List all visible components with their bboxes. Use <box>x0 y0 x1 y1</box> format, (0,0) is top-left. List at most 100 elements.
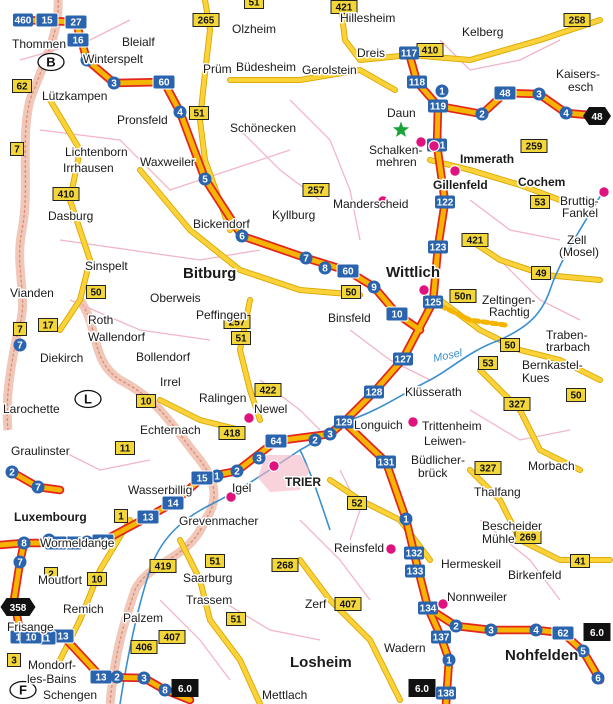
shield-shape <box>149 559 177 573</box>
poi-marker[interactable] <box>377 195 389 207</box>
shield-number: 13 <box>142 513 154 524</box>
shield-number: 128 <box>366 388 383 399</box>
motorway-shield: 15 <box>35 12 59 28</box>
shield-shape <box>347 496 367 510</box>
poi-marker[interactable] <box>437 598 449 610</box>
place-label: Schengen <box>43 688 97 702</box>
federal-road-shield: 2 <box>44 567 58 581</box>
motorway-shield: 7 <box>31 480 45 494</box>
shield-shape <box>198 172 212 186</box>
shield-shape <box>210 469 224 483</box>
federal-road-shield: 52 <box>347 496 367 510</box>
poi-marker[interactable] <box>407 416 419 428</box>
shield-number: 406 <box>136 643 153 654</box>
poi-marker[interactable] <box>268 460 280 472</box>
shield-number: 421 <box>467 236 484 247</box>
shield-number: 51 <box>209 557 221 568</box>
shield-shape <box>158 630 186 644</box>
place-label: Daun <box>387 106 416 120</box>
shield-number: 134 <box>420 604 437 615</box>
poi-marker[interactable] <box>418 284 430 296</box>
motorway-shield: 122 <box>435 195 455 209</box>
shield-shape <box>423 295 443 309</box>
shield-shape <box>44 567 58 581</box>
place-label: Mettlach <box>262 688 307 702</box>
place-label: mehren <box>376 155 417 169</box>
shield-shape <box>13 555 27 569</box>
shield-shape <box>107 76 121 90</box>
shield-shape <box>254 383 282 397</box>
shield-shape <box>334 597 362 611</box>
federal-road-shield: 10 <box>87 572 107 586</box>
star-icon[interactable] <box>392 121 410 137</box>
shield-shape <box>341 285 361 299</box>
federal-road-shield: 407 <box>334 597 362 611</box>
motorway-shield: 8 <box>17 536 31 550</box>
shield-number: 3 <box>11 656 17 667</box>
shield-number: 50 <box>90 288 102 299</box>
shield-shape <box>235 229 249 243</box>
place-label: Igel <box>232 481 251 495</box>
poi-marker[interactable] <box>449 165 461 177</box>
shield-number: 4 <box>177 108 183 119</box>
poi-marker[interactable] <box>243 412 255 424</box>
federal-road-shield: 421 <box>330 0 358 14</box>
poi-marker[interactable] <box>598 186 610 198</box>
place-label: Larochette <box>3 402 60 416</box>
place-label: Dasburg <box>48 209 93 223</box>
shield-shape <box>252 451 266 465</box>
federal-road-shield: 62 <box>12 79 32 93</box>
shield-shape <box>110 670 124 684</box>
motorway-shield: 129 <box>334 415 354 429</box>
city-label: Nohfelden <box>505 647 578 664</box>
federal-road-shield: 51 <box>244 0 264 9</box>
country-code-badge: B <box>37 52 65 72</box>
shield-number: 129 <box>336 418 353 429</box>
motorway-shield: 128 <box>364 385 384 399</box>
motorway-shield: 48 <box>493 85 517 101</box>
shield-number: 133 <box>407 567 424 578</box>
shield-shape <box>264 433 288 449</box>
shield-number: 48 <box>499 89 511 100</box>
motorway-shield: 9 <box>42 533 56 547</box>
motorway-shield: 3 <box>484 623 498 637</box>
shield-number: 7 <box>35 483 41 494</box>
shield-number: 265 <box>198 16 215 27</box>
shield-number: 10 <box>25 633 37 644</box>
place-label: Fankel <box>562 206 598 220</box>
place-label: Kyllburg <box>272 208 315 222</box>
place-label: Graulinster <box>11 444 70 458</box>
shield-shape <box>244 0 264 9</box>
federal-road-shield: 41 <box>570 554 590 568</box>
shield-shape <box>86 285 106 299</box>
place-label: Wadern <box>384 641 426 655</box>
shield-shape <box>484 623 498 637</box>
motorway-shield: 118 <box>407 75 427 89</box>
place-label: Bollendorf <box>136 350 191 364</box>
place-label: Nonnweiler <box>447 590 507 604</box>
shield-number: 1 <box>403 515 409 526</box>
shield-shape <box>431 630 451 644</box>
motorway-shield: 1 <box>442 653 456 667</box>
place-label: Olzheim <box>232 22 276 36</box>
shield-shape <box>478 356 498 370</box>
shield-shape <box>323 427 337 441</box>
motorway-shield: 7 <box>13 555 27 569</box>
shield-shape <box>7 653 21 667</box>
regional-road-shield: 48 <box>583 107 611 125</box>
federal-road-shield: 268 <box>271 558 299 572</box>
shield-shape <box>189 106 209 120</box>
place-label: Palzem <box>123 611 163 625</box>
poi-marker[interactable] <box>415 136 427 148</box>
shield-number: 6.0 <box>590 628 604 639</box>
shield-number: 7 <box>17 325 23 336</box>
poi-marker[interactable] <box>428 140 440 152</box>
poi-marker[interactable] <box>385 543 397 555</box>
shield-number: 137 <box>433 633 450 644</box>
place-label: Diekirch <box>40 351 83 365</box>
motorway-shield: 9 <box>367 280 381 294</box>
shield-shape <box>190 470 214 486</box>
shield-shape <box>223 315 251 329</box>
poi-marker[interactable] <box>225 491 237 503</box>
